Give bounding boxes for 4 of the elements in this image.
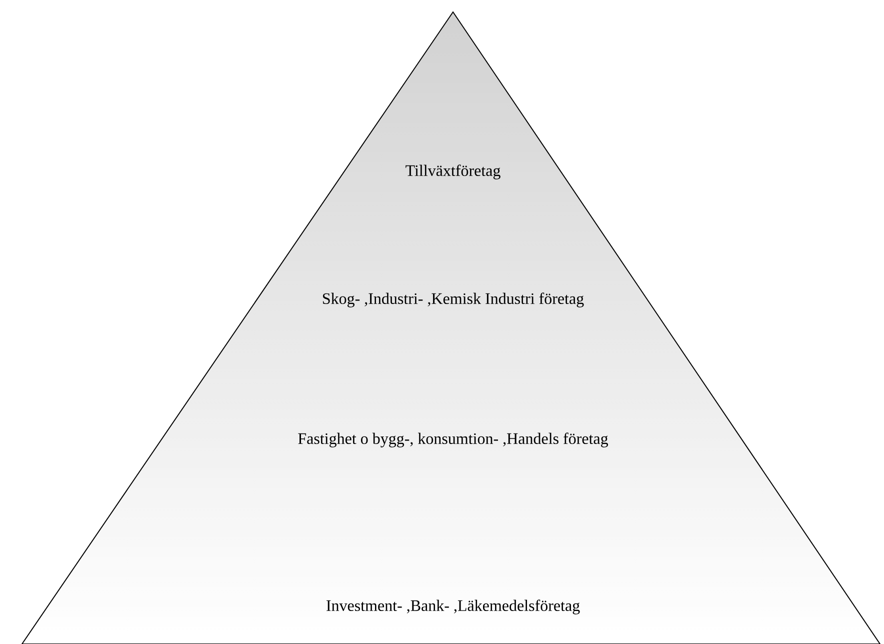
tier-label: Fastighet o bygg-, konsumtion- ,Handels företag [298, 432, 608, 448]
tier-label: Tillväxtföretag [406, 164, 500, 180]
tier-label: Investment- ,Bank- ,Läkemedelsföretag [326, 600, 580, 614]
tier-label: Skog- ,Industri- ,Kemisk Industri företag [322, 292, 584, 308]
